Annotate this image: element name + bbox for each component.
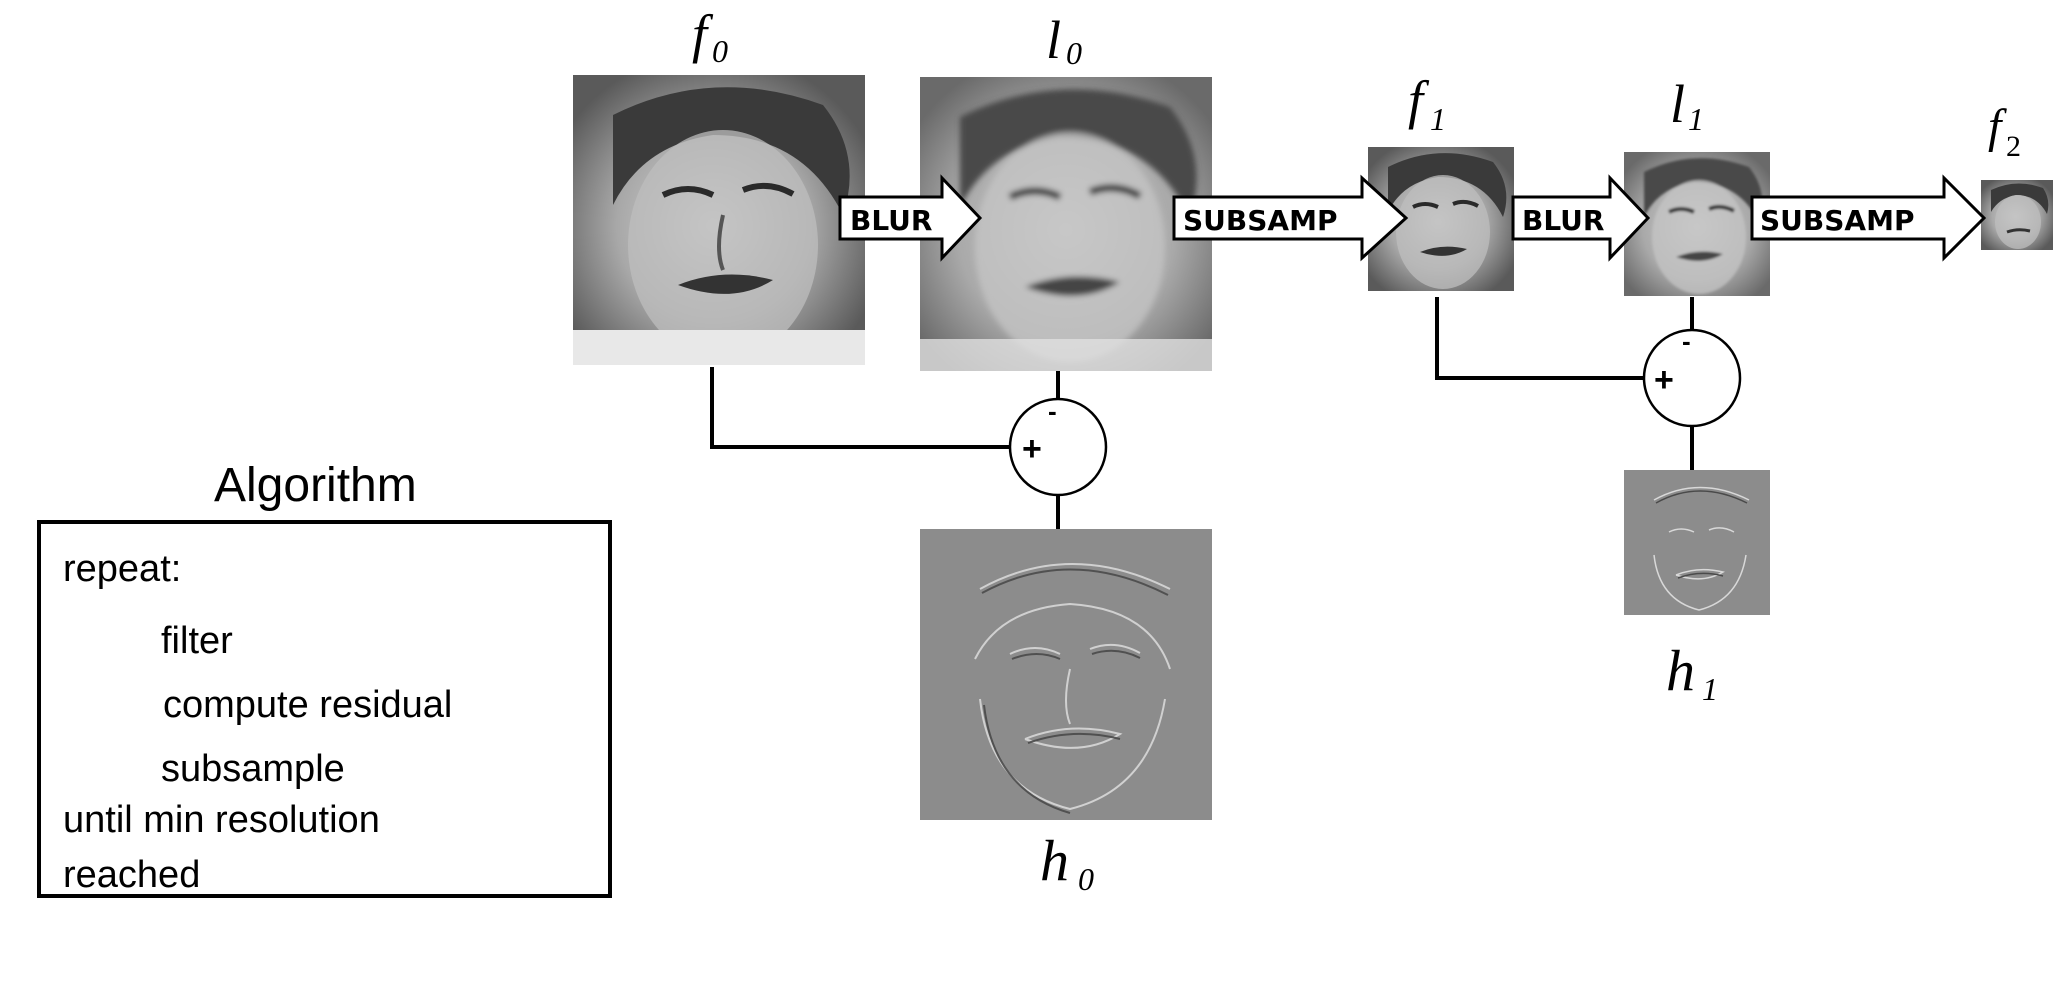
- image-h1: [1624, 470, 1770, 615]
- label-l1-main: l: [1670, 74, 1685, 134]
- label-h0: h 0: [1040, 828, 1094, 897]
- algorithm-line-subsample: subsample: [161, 748, 345, 790]
- label-l0-sub: 0: [1066, 35, 1082, 71]
- junction-0-plus: +: [1022, 430, 1042, 468]
- sum-junction-1: + -: [1642, 326, 1742, 428]
- sum-junction-0: + -: [1008, 396, 1108, 497]
- algorithm-box: repeat: filter compute residual subsampl…: [37, 520, 612, 898]
- label-f2-sub: 2: [2006, 130, 2021, 163]
- image-f2: [1981, 180, 2053, 250]
- label-h0-sub: 0: [1078, 861, 1094, 897]
- label-h1-sub: 1: [1702, 671, 1718, 707]
- label-h0-main: h: [1040, 828, 1069, 893]
- label-f0: f 0: [692, 4, 728, 69]
- arrow-subsamp-1: SUBSAMP: [1750, 174, 1987, 262]
- label-h1-main: h: [1666, 638, 1695, 703]
- algorithm-title: Algorithm: [214, 459, 417, 512]
- label-l1-sub: 1: [1688, 101, 1704, 137]
- junction-1-plus: +: [1654, 361, 1674, 399]
- arrow-blur-1: BLUR: [1511, 174, 1651, 262]
- algorithm-line-residual: compute residual: [163, 684, 453, 726]
- label-f0-sub: 0: [712, 33, 728, 69]
- connectors-level-0: [710, 367, 1060, 529]
- label-f0-main: f: [692, 4, 714, 64]
- image-f0: [573, 75, 865, 365]
- arrow-blur-1-label: BLUR: [1522, 204, 1604, 237]
- arrow-subsamp-0: SUBSAMP: [1172, 174, 1409, 262]
- image-f1: [1368, 147, 1514, 291]
- algorithm-line-reached: reached: [63, 854, 201, 896]
- connectors-level-1: [1435, 297, 1694, 470]
- hair-shape: [613, 87, 850, 215]
- junction-0-minus: -: [1048, 396, 1057, 426]
- image-l1: [1624, 152, 1770, 296]
- arrow-subsamp-1-label: SUBSAMP: [1760, 204, 1914, 237]
- algorithm-line-repeat: repeat:: [63, 548, 182, 590]
- label-f2-main: f: [1988, 100, 2007, 153]
- algorithm-line-until: until min resolution: [63, 799, 380, 841]
- label-f2: f 2: [1988, 100, 2021, 163]
- algorithm-line-filter: filter: [161, 620, 233, 662]
- arrow-subsamp-0-label: SUBSAMP: [1183, 204, 1337, 237]
- arrow-blur-0: BLUR: [838, 174, 983, 262]
- label-l0-main: l: [1046, 10, 1061, 70]
- label-f1: f 1: [1408, 70, 1446, 137]
- image-h0: [920, 529, 1212, 820]
- arrow-blur-0-label: BLUR: [850, 204, 932, 237]
- label-f1-sub: 1: [1430, 101, 1446, 137]
- label-f1-main: f: [1408, 70, 1430, 130]
- junction-1-minus: -: [1682, 326, 1691, 356]
- label-h1: h 1: [1666, 638, 1718, 707]
- label-l1: l 1: [1670, 74, 1704, 137]
- label-l0: l 0: [1046, 10, 1082, 71]
